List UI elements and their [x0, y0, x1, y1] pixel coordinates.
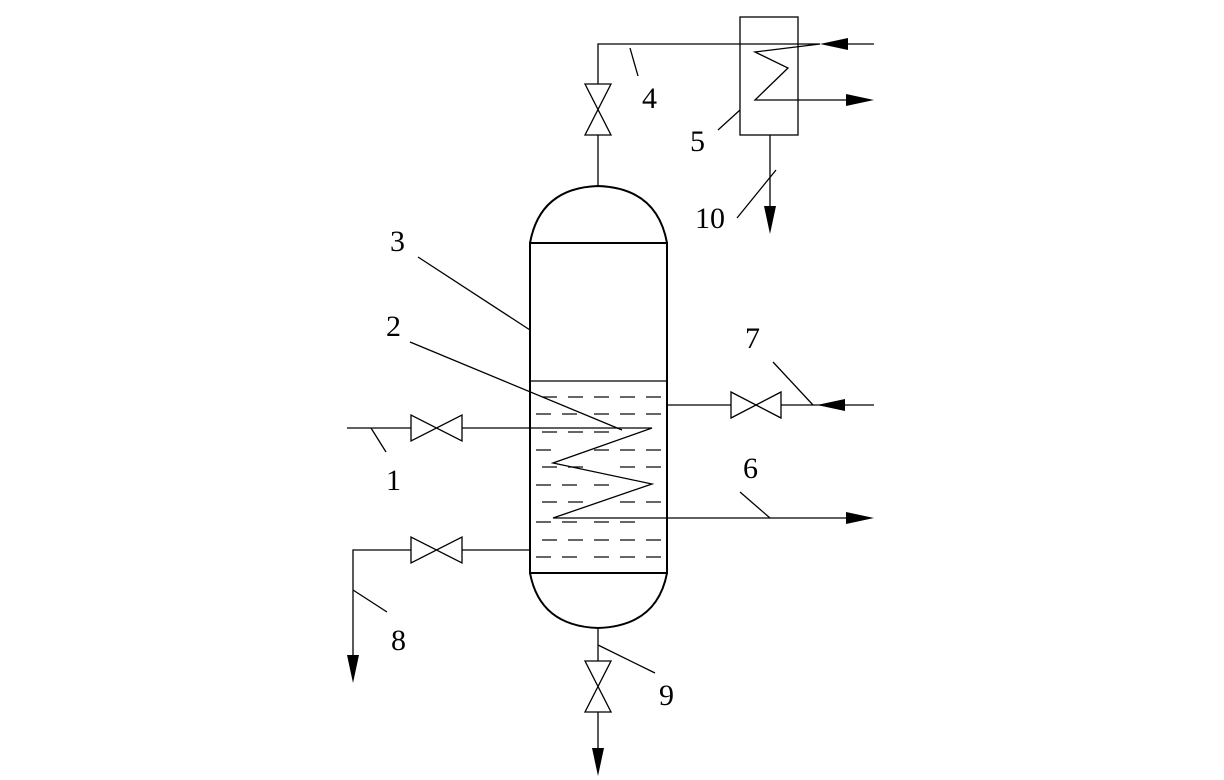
- vessel-bottom-head: [529, 572, 668, 630]
- inlet-line-7: [667, 390, 874, 420]
- arrow-right-icon: [846, 512, 874, 524]
- arrow-right-icon: [846, 94, 874, 106]
- valve-icon: [730, 390, 782, 420]
- arrow-down-icon: [764, 206, 776, 234]
- label-8: 8: [391, 624, 406, 657]
- arrow-left-icon: [817, 399, 845, 411]
- valve-icon: [583, 660, 613, 713]
- vessel-body: [529, 242, 668, 574]
- label-6: 6: [743, 452, 758, 485]
- label-7: 7: [745, 322, 760, 355]
- arrow-down-icon: [592, 748, 604, 776]
- label-5: 5: [690, 125, 705, 158]
- label-3: 3: [390, 225, 405, 258]
- condenser-box: [739, 16, 799, 136]
- label-9: 9: [659, 679, 674, 712]
- vapor-line-4: [583, 43, 740, 186]
- heating-coil: [530, 427, 667, 519]
- leader-lines: [352, 47, 814, 674]
- bottom-outlet-9: [583, 628, 613, 776]
- label-10: 10: [695, 202, 725, 235]
- valve-icon: [410, 413, 463, 443]
- label-1: 1: [386, 464, 401, 497]
- valve-icon: [583, 83, 613, 136]
- vessel-top-head: [529, 184, 668, 244]
- outlet-line-6: [667, 512, 874, 524]
- reactor-vessel: [529, 184, 668, 630]
- condenser-5: [739, 16, 874, 234]
- liquid-dashes: [536, 396, 661, 558]
- valve-icon: [410, 535, 463, 565]
- condenser-coil: [740, 43, 821, 101]
- label-4: 4: [642, 82, 657, 115]
- feed-line-1: [347, 413, 530, 443]
- label-2: 2: [386, 310, 401, 343]
- arrow-left-icon: [820, 38, 848, 50]
- drain-line-8: [347, 535, 530, 683]
- arrow-down-icon: [347, 655, 359, 683]
